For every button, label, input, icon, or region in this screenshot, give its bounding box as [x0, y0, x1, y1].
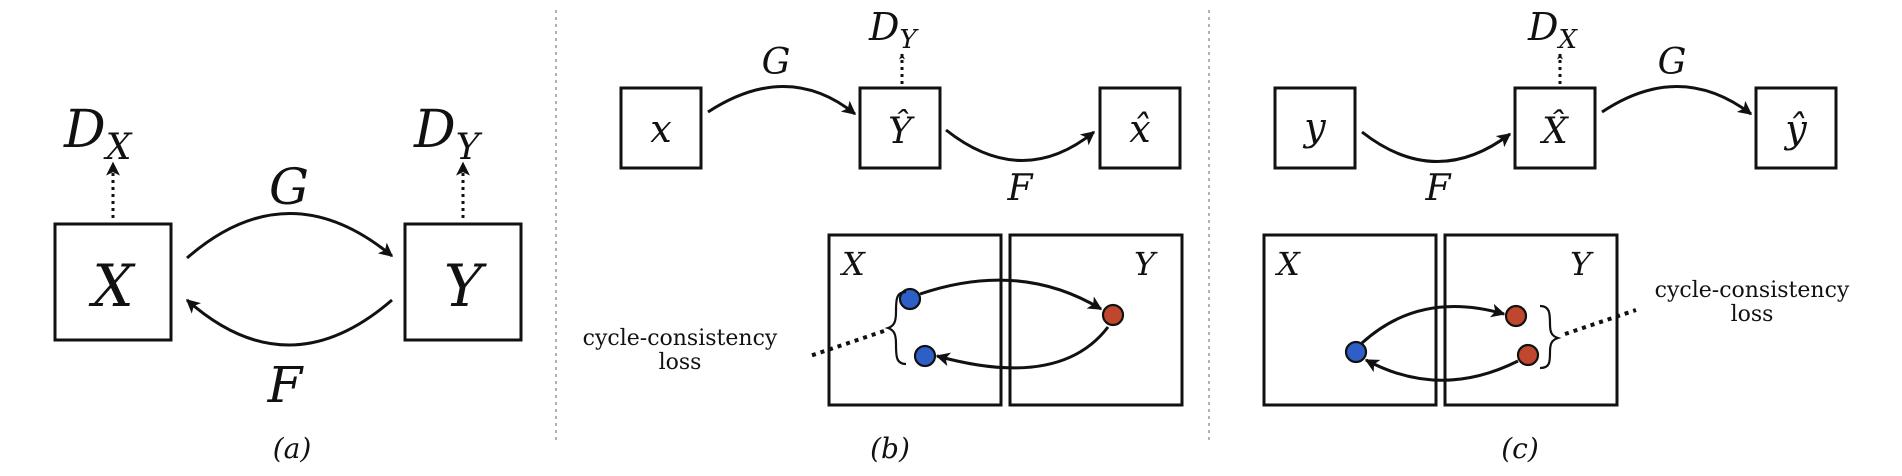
node-y-label: y — [1302, 105, 1326, 149]
caption-a: (a) — [273, 432, 312, 465]
map-g-arrow — [186, 212, 394, 260]
domain-y-label: Y — [1134, 245, 1158, 283]
loss-label-line1: cycle-consistency — [1655, 278, 1850, 303]
node-x-box — [619, 86, 703, 170]
disc-x-label: DX — [1527, 5, 1578, 55]
caption-b: (b) — [870, 432, 910, 465]
loss-pointer — [1564, 308, 1637, 336]
point-y-reconstructed — [1516, 343, 1540, 367]
node-yhat-box — [858, 86, 942, 170]
disc-y-label: DY — [868, 5, 919, 55]
forward-map-arrow — [919, 278, 1103, 311]
map-f-arrow — [1361, 130, 1512, 163]
panel-a: X Y DX DY G F (a) — [53, 100, 523, 465]
node-yhat-label: ŷ — [1783, 107, 1807, 151]
panel-b: x Ŷ x̂ DY G F X Y cycle-consistency l — [583, 5, 1184, 465]
map-g-label: G — [269, 158, 309, 216]
node-xhat-label: x̂ — [1129, 107, 1150, 151]
map-g-arrow — [1601, 85, 1753, 116]
node-xhat-box — [1098, 86, 1182, 170]
forward-map-arrow — [1364, 358, 1519, 382]
node-y-label: Y — [444, 252, 487, 320]
map-g-label: G — [1658, 42, 1687, 83]
backward-map-arrow — [935, 326, 1110, 370]
node-y-box — [403, 222, 523, 342]
panel-c: y X̂ ŷ DX F G X Y cycle-consistency l — [1262, 5, 1850, 465]
map-g-arrow — [707, 85, 857, 116]
domain-x-box — [827, 233, 1003, 407]
loss-pointer — [809, 329, 885, 358]
loss-label-line2: loss — [1731, 302, 1774, 327]
node-yhat-label: Ŷ — [888, 110, 915, 152]
node-x-box — [53, 222, 173, 342]
loss-label-line2: loss — [659, 350, 702, 375]
node-xhat-box — [1513, 86, 1597, 170]
node-x-label: x — [650, 107, 671, 151]
map-f-label: F — [267, 356, 305, 414]
node-yhat-box — [1754, 86, 1838, 170]
domain-x-label: X — [839, 245, 866, 283]
point-y-original — [1504, 304, 1528, 328]
point-x-reconstructed — [913, 344, 937, 368]
point-x-translated — [1344, 340, 1368, 364]
backward-map-arrow — [1360, 303, 1506, 345]
caption-c: (c) — [1501, 432, 1539, 465]
node-y-box — [1273, 86, 1357, 170]
map-f-arrow — [185, 298, 393, 347]
domain-y-box — [1008, 233, 1184, 407]
domain-y-box — [1443, 233, 1619, 407]
map-g-label: G — [762, 42, 791, 83]
node-xhat-label: X̂ — [1539, 109, 1569, 152]
disc-y-label: DY — [413, 100, 483, 168]
loss-brace — [884, 290, 907, 366]
loss-brace — [1539, 304, 1562, 370]
map-f-label: F — [1007, 168, 1035, 209]
map-f-arrow — [945, 128, 1096, 162]
disc-x-label: DX — [63, 100, 133, 168]
domain-x-label: X — [1274, 245, 1301, 283]
map-f-label: F — [1425, 168, 1453, 209]
node-x-label: X — [88, 252, 136, 320]
domain-x-box — [1262, 233, 1438, 407]
domain-y-label: Y — [1570, 245, 1594, 283]
point-y-translated — [1101, 303, 1125, 327]
loss-label-line1: cycle-consistency — [583, 326, 778, 351]
point-x-original — [898, 287, 922, 311]
